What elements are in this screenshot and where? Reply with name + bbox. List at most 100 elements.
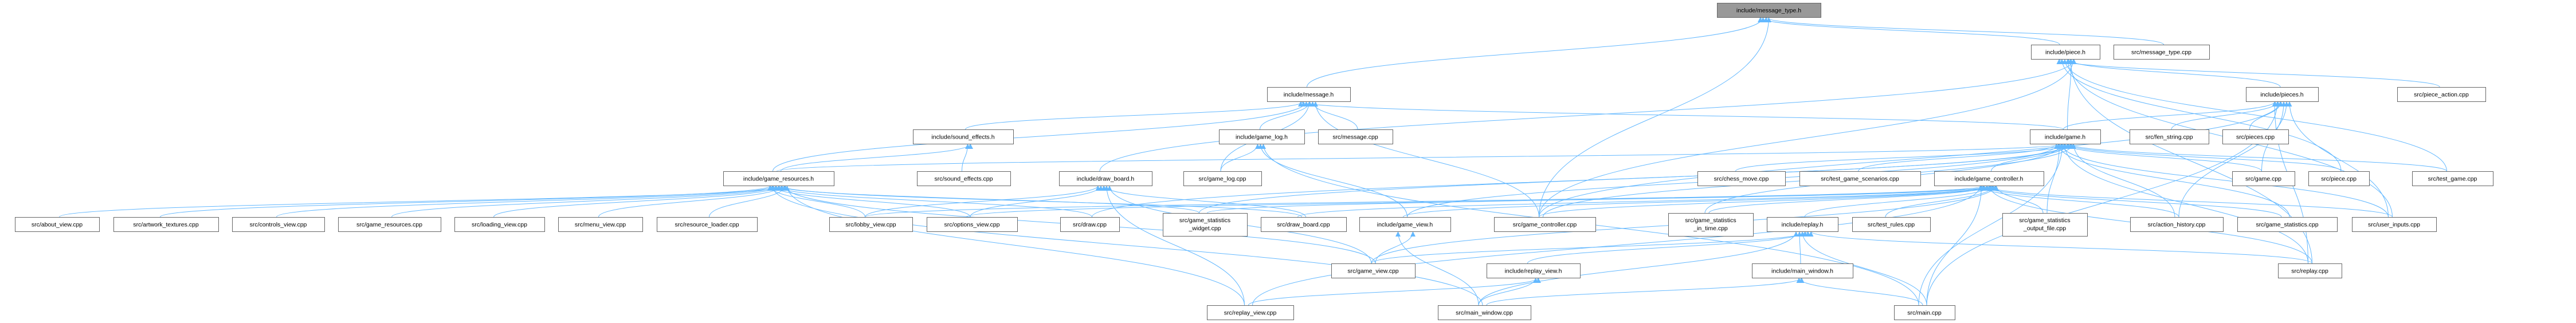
node-replay-view-h[interactable]: include/replay_view.h [1487,263,1581,278]
node-box[interactable] [927,217,1018,232]
node-test-game-cpp[interactable]: src/test_game.cpp [2412,171,2493,186]
node-box[interactable] [232,217,325,232]
node-box[interactable] [2397,87,2486,102]
node-game-statistics-widget-cpp[interactable]: src/game_statistics_widget.cpp [1163,213,1248,237]
node-box[interactable] [1060,217,1120,232]
node-box[interactable] [1207,305,1294,320]
node-box[interactable] [2030,129,2101,144]
node-box[interactable] [1331,263,1416,278]
node-box[interactable] [2246,87,2319,102]
node-game-view-h[interactable]: include/game_view.h [1359,217,1451,232]
node-box[interactable] [2278,263,2342,278]
node-box[interactable] [1799,171,1921,186]
node-replay-view-cpp[interactable]: src/replay_view.cpp [1207,305,1294,320]
node-box[interactable] [829,217,913,232]
node-game-log-h[interactable]: include/game_log.h [1219,129,1305,144]
node-box[interactable] [1697,171,1786,186]
node-box[interactable] [913,129,1014,144]
node-pieces-h[interactable]: include/pieces.h [2246,87,2319,102]
node-chess-move-cpp[interactable]: src/chess_move.cpp [1697,171,1786,186]
node-sound-effects-cpp[interactable]: src/sound_effects.cpp [917,171,1011,186]
node-box[interactable] [1752,263,1853,278]
node-main-cpp[interactable]: src/main.cpp [1894,305,1955,320]
node-game-log-cpp[interactable]: src/game_log.cpp [1183,171,1262,186]
node-box[interactable] [1059,171,1152,186]
node-box[interactable] [1267,87,1351,102]
node-test-game-scenarios-cpp[interactable]: src/test_game_scenarios.cpp [1799,171,1921,186]
node-box[interactable] [558,217,643,232]
node-box[interactable] [1894,305,1955,320]
node-game-statistics-output-file-cpp[interactable]: src/game_statistics_output_file.cpp [2002,213,2088,237]
node-box[interactable] [1438,305,1531,320]
node-piece-action-cpp[interactable]: src/piece_action.cpp [2397,87,2486,102]
node-game-h[interactable]: include/game.h [2030,129,2101,144]
node-game-statistics-in-time-cpp[interactable]: src/game_statistics_in_time.cpp [1668,213,1754,237]
node-draw-board-cpp[interactable]: src/draw_board.cpp [1261,217,1347,232]
node-game-view-cpp[interactable]: src/game_view.cpp [1331,263,1416,278]
node-box[interactable] [723,171,834,186]
node-message-type-cpp[interactable]: src/message_type.cpp [2114,45,2210,60]
node-box[interactable] [1163,213,1248,237]
node-game-controller-h[interactable]: include/game_controller.h [1934,171,2044,186]
node-box[interactable] [1852,217,1931,232]
node-box[interactable] [1934,171,2044,186]
node-lobby-view-cpp[interactable]: src/lobby_view.cpp [829,217,913,232]
node-replay-h[interactable]: include/replay.h [1767,217,1838,232]
node-loading-view-cpp[interactable]: src/loading_view.cpp [454,217,545,232]
node-pieces-cpp[interactable]: src/pieces.cpp [2222,129,2289,144]
node-box[interactable] [1494,217,1596,232]
node-box[interactable] [917,171,1011,186]
node-box[interactable] [1261,217,1347,232]
node-user-inputs-cpp[interactable]: src/user_inputs.cpp [2352,217,2437,232]
node-box[interactable] [2412,171,2493,186]
node-artwork-textures-cpp[interactable]: src/artwork_textures.cpp [113,217,219,232]
node-box[interactable] [454,217,545,232]
node-box[interactable] [2352,217,2437,232]
node-box[interactable] [113,217,219,232]
node-game-cpp[interactable]: src/game.cpp [2232,171,2295,186]
node-game-statistics-cpp[interactable]: src/game_statistics.cpp [2237,217,2338,232]
node-options-view-cpp[interactable]: src/options_view.cpp [927,217,1018,232]
node-game-resources-h[interactable]: include/game_resources.h [723,171,834,186]
node-controls-view-cpp[interactable]: src/controls_view.cpp [232,217,325,232]
node-box[interactable] [1183,171,1262,186]
node-message-h[interactable]: include/message.h [1267,87,1351,102]
node-main-window-cpp[interactable]: src/main_window.cpp [1438,305,1531,320]
node-box[interactable] [338,217,441,232]
node-action-history-cpp[interactable]: src/action_history.cpp [2130,217,2224,232]
node-box[interactable] [657,217,758,232]
node-box[interactable] [2232,171,2295,186]
node-box[interactable] [2308,171,2370,186]
node-box[interactable] [1318,129,1393,144]
node-box[interactable] [1219,129,1305,144]
node-game-resources-cpp[interactable]: src/game_resources.cpp [338,217,441,232]
node-box[interactable] [1668,213,1754,237]
node-about-view-cpp[interactable]: src/about_view.cpp [15,217,100,232]
node-box[interactable] [15,217,100,232]
node-box[interactable] [2130,129,2209,144]
node-box[interactable] [1359,217,1451,232]
node-box[interactable] [1487,263,1581,278]
node-message-type-h[interactable]: include/message_type.h [1717,3,1821,18]
node-box[interactable] [1767,217,1838,232]
node-box[interactable] [2222,129,2289,144]
node-game-controller-cpp[interactable]: src/game_controller.cpp [1494,217,1596,232]
node-resource-loader-cpp[interactable]: src/resource_loader.cpp [657,217,758,232]
node-piece-cpp[interactable]: src/piece.cpp [2308,171,2370,186]
node-box[interactable] [2130,217,2224,232]
node-draw-cpp[interactable]: src/draw.cpp [1060,217,1120,232]
node-main-window-h[interactable]: include/main_window.h [1752,263,1853,278]
node-draw-board-h[interactable]: include/draw_board.h [1059,171,1152,186]
node-box[interactable] [2031,45,2100,60]
node-test-rules-cpp[interactable]: src/test_rules.cpp [1852,217,1931,232]
node-fen-string-cpp[interactable]: src/fen_string.cpp [2130,129,2209,144]
node-replay-cpp[interactable]: src/replay.cpp [2278,263,2342,278]
node-message-cpp[interactable]: src/message.cpp [1318,129,1393,144]
node-box[interactable] [1717,3,1821,18]
node-box[interactable] [2002,213,2088,237]
node-box[interactable] [2237,217,2338,232]
node-menu-view-cpp[interactable]: src/menu_view.cpp [558,217,643,232]
node-sound-effects-h[interactable]: include/sound_effects.h [913,129,1014,144]
node-piece-h[interactable]: include/piece.h [2031,45,2100,60]
node-box[interactable] [2114,45,2210,60]
